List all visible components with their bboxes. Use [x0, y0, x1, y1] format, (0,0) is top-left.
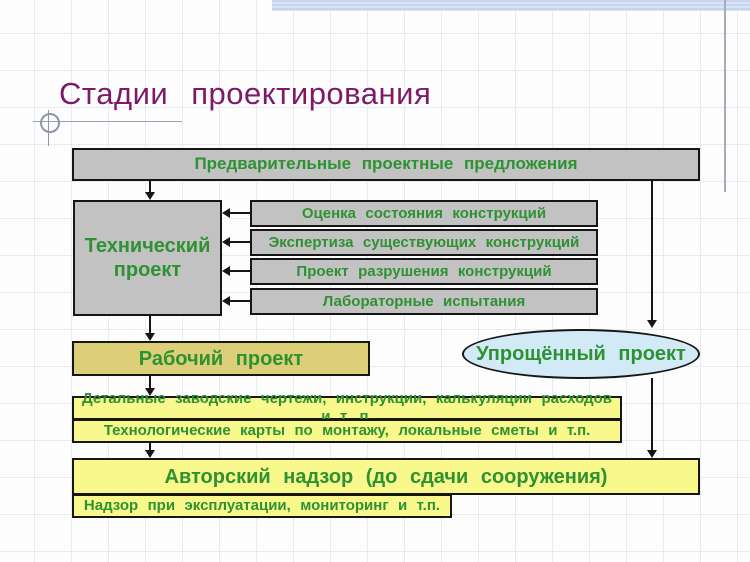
- box-demolition-project: Проект разрушения конструкций: [250, 258, 598, 285]
- box-technical-project: Технический проект: [73, 200, 222, 316]
- arrow-line-assessment-to-tech: [230, 212, 250, 214]
- box-operation-monitoring: Надзор при эксплуатации, мониторинг и т.…: [72, 494, 452, 518]
- arrow-line-demolition-to-tech: [230, 270, 250, 272]
- arrow-down-icon: [145, 333, 155, 341]
- ellipse-simplified-project: Упрощённый проект: [462, 329, 700, 379]
- title-underline: [33, 121, 182, 122]
- compass-circle-icon: [40, 113, 60, 133]
- box-condition-assessment: Оценка состояния конструкций: [250, 200, 598, 227]
- arrow-line-labtests-to-tech: [230, 300, 250, 302]
- top-accent-strip: [272, 0, 750, 11]
- arrow-line-ellipse-to-supervision: [651, 378, 653, 451]
- box-author-supervision: Авторский надзор (до сдачи сооружения): [72, 458, 700, 495]
- box-technological-cards: Технологические карты по монтажу, локаль…: [72, 419, 622, 443]
- arrow-line-cards-to-supervision: [149, 443, 151, 451]
- box-working-project: Рабочий проект: [72, 341, 370, 376]
- box-label: Упрощённый проект: [476, 343, 686, 365]
- arrow-line-top-to-ellipse: [651, 181, 653, 321]
- box-label: Авторский надзор (до сдачи сооружения): [164, 465, 608, 488]
- box-structures-expertise: Экспертиза существующих конструкций: [250, 229, 598, 256]
- box-label: Рабочий проект: [138, 347, 304, 370]
- arrow-down-icon: [145, 192, 155, 200]
- box-label: Экспертиза существующих конструкций: [268, 233, 580, 251]
- box-laboratory-tests: Лабораторные испытания: [250, 288, 598, 315]
- arrow-line-tech-to-working: [149, 316, 151, 334]
- box-label: Оценка состояния конструкций: [301, 204, 547, 222]
- arrow-line-expertise-to-tech: [230, 241, 250, 243]
- arrow-line-top-to-tech: [149, 181, 151, 193]
- arrow-left-icon: [222, 237, 230, 247]
- arrow-down-icon: [145, 450, 155, 458]
- box-label: Предварительные проектные предложения: [194, 154, 578, 174]
- arrow-down-icon: [647, 450, 657, 458]
- arrow-down-icon: [145, 388, 155, 396]
- box-label: Технический проект: [84, 235, 211, 281]
- box-detailed-drawings: Детальные заводские чертежи, инструкции,…: [72, 390, 622, 425]
- box-label: Лабораторные испытания: [322, 292, 526, 310]
- box-label: Надзор при эксплуатации, мониторинг и т.…: [83, 497, 441, 514]
- slide-title: Стадии проектирования: [59, 76, 432, 111]
- arrow-down-icon: [647, 320, 657, 328]
- arrow-left-icon: [222, 266, 230, 276]
- box-label: Проект разрушения конструкций: [296, 262, 552, 280]
- right-edge-line: [724, 0, 726, 192]
- arrow-line-working-to-detail: [149, 376, 151, 389]
- arrow-left-icon: [222, 296, 230, 306]
- box-preliminary-proposals: Предварительные проектные предложения: [72, 148, 700, 181]
- compass-vline-decor: [48, 110, 49, 146]
- box-label: Технологические карты по монтажу, локаль…: [103, 422, 591, 439]
- arrow-left-icon: [222, 208, 230, 218]
